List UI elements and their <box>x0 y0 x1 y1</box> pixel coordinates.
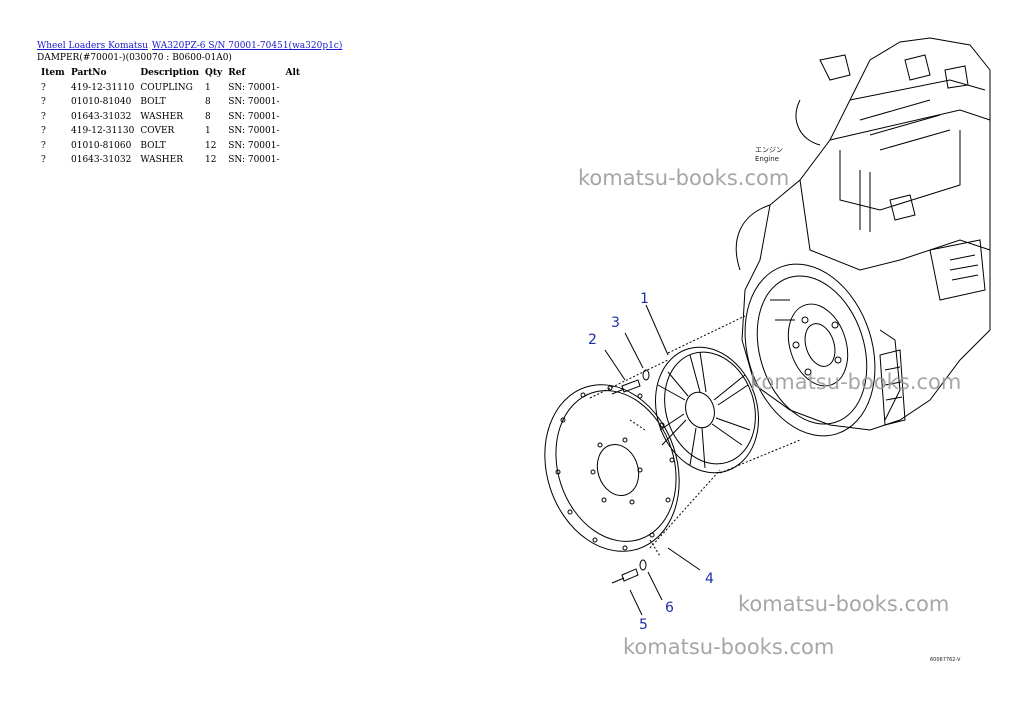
bolt-washer-lower-drawing <box>611 539 663 616</box>
breadcrumb-link-model[interactable]: WA320PZ-6 S/N 70001-70451(wa320p1c) <box>151 41 343 51</box>
bolt-washer-upper-drawing <box>604 332 650 431</box>
watermark: komatsu-books.com <box>578 166 790 190</box>
cell-alt <box>282 124 303 139</box>
table-row: ? 419-12-31130 COVER 1 SN: 70001- <box>37 124 302 139</box>
coupling-drawing <box>654 315 801 474</box>
leader-line-1 <box>645 304 669 356</box>
cell-ref: SN: 70001- <box>228 111 280 122</box>
engine-block-drawing <box>735 37 991 437</box>
cell-qty: 12 <box>205 140 217 151</box>
callout-5: 5 <box>639 617 648 633</box>
watermark: komatsu-books.com <box>750 370 962 394</box>
cell-ref: SN: 70001- <box>228 126 280 136</box>
callout-4: 4 <box>705 571 714 587</box>
cell-qty: 1 <box>205 126 211 136</box>
callout-6: 6 <box>665 600 674 616</box>
callout-3: 3 <box>611 315 620 331</box>
cell-description: BOLT <box>140 140 166 151</box>
cell-item: ? <box>41 111 46 122</box>
cell-item: ? <box>41 126 46 136</box>
engine-label: エンジン Engine <box>755 146 783 164</box>
parts-table: Item PartNo Description Qty Ref Alt ? 41… <box>37 66 302 168</box>
cell-description: WASHER <box>140 111 184 122</box>
col-header-item: Item <box>41 68 65 78</box>
cell-item: ? <box>41 82 46 93</box>
cell-qty: 12 <box>205 155 217 165</box>
table-row: ? 01010-81060 BOLT 12 SN: 70001- <box>37 139 302 154</box>
cell-alt <box>282 139 303 154</box>
cell-description: BOLT <box>140 97 166 107</box>
cell-partno: 01643-31032 <box>71 155 132 165</box>
cell-item: ? <box>41 140 46 151</box>
cell-partno: 01643-31032 <box>71 111 132 122</box>
engine-label-jp: エンジン <box>755 146 783 154</box>
cell-description: COVER <box>140 126 175 136</box>
parts-diagram <box>544 37 991 616</box>
table-row: ? 01010-81040 BOLT 8 SN: 70001- <box>37 95 302 110</box>
cell-partno: 419-12-31130 <box>71 126 135 136</box>
callout-1: 1 <box>640 291 649 307</box>
engine-label-en: Engine <box>755 155 779 163</box>
cell-alt <box>282 95 303 110</box>
col-header-qty: Qty <box>205 68 223 78</box>
cover-drawing <box>544 359 721 552</box>
cell-partno: 01010-81040 <box>71 97 132 107</box>
table-row: ? 01643-31032 WASHER 12 SN: 70001- <box>37 153 302 168</box>
cell-alt <box>282 153 303 168</box>
cell-qty: 8 <box>205 111 211 122</box>
col-header-alt: Alt <box>285 68 301 78</box>
cell-qty: 8 <box>205 97 211 107</box>
leader-line-4 <box>667 547 701 571</box>
table-header-row: Item PartNo Description Qty Ref Alt <box>37 66 302 81</box>
col-header-ref: Ref <box>228 68 246 78</box>
cell-ref: SN: 70001- <box>228 82 280 93</box>
cell-partno: 419-12-31110 <box>71 82 135 93</box>
col-header-description: Description <box>140 68 199 78</box>
cell-item: ? <box>41 97 46 107</box>
cell-ref: SN: 70001- <box>228 97 280 107</box>
watermark: komatsu-books.com <box>623 635 835 659</box>
watermark: komatsu-books.com <box>738 592 950 616</box>
cell-ref: SN: 70001- <box>228 155 280 165</box>
cell-item: ? <box>41 155 46 165</box>
col-header-partno: PartNo <box>71 68 107 78</box>
callout-2: 2 <box>588 332 597 348</box>
cell-alt <box>282 81 303 96</box>
cell-partno: 01010-81060 <box>71 140 132 151</box>
cell-description: WASHER <box>140 155 184 165</box>
drawing-code: 60067762-V <box>930 657 961 663</box>
table-row: ? 419-12-31110 COUPLING 1 SN: 70001- <box>37 81 302 96</box>
cell-qty: 1 <box>205 82 211 93</box>
cell-ref: SN: 70001- <box>228 140 280 151</box>
page-subtitle: DAMPER(#70001-)(030070 : B0600-01A0) <box>37 53 232 63</box>
cell-description: COUPLING <box>140 82 193 93</box>
table-row: ? 01643-31032 WASHER 8 SN: 70001- <box>37 110 302 125</box>
cell-alt <box>282 110 303 125</box>
breadcrumb-link-wheel-loaders[interactable]: Wheel Loaders Komatsu <box>37 41 148 51</box>
